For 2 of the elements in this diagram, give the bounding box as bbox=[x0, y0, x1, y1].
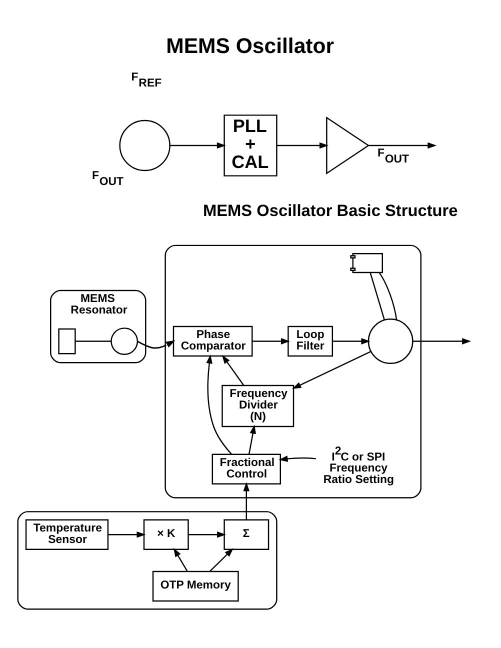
diagram-title: MEMS Oscillator bbox=[166, 33, 334, 58]
label: MEMS Oscillator Basic Structure bbox=[202, 201, 458, 220]
